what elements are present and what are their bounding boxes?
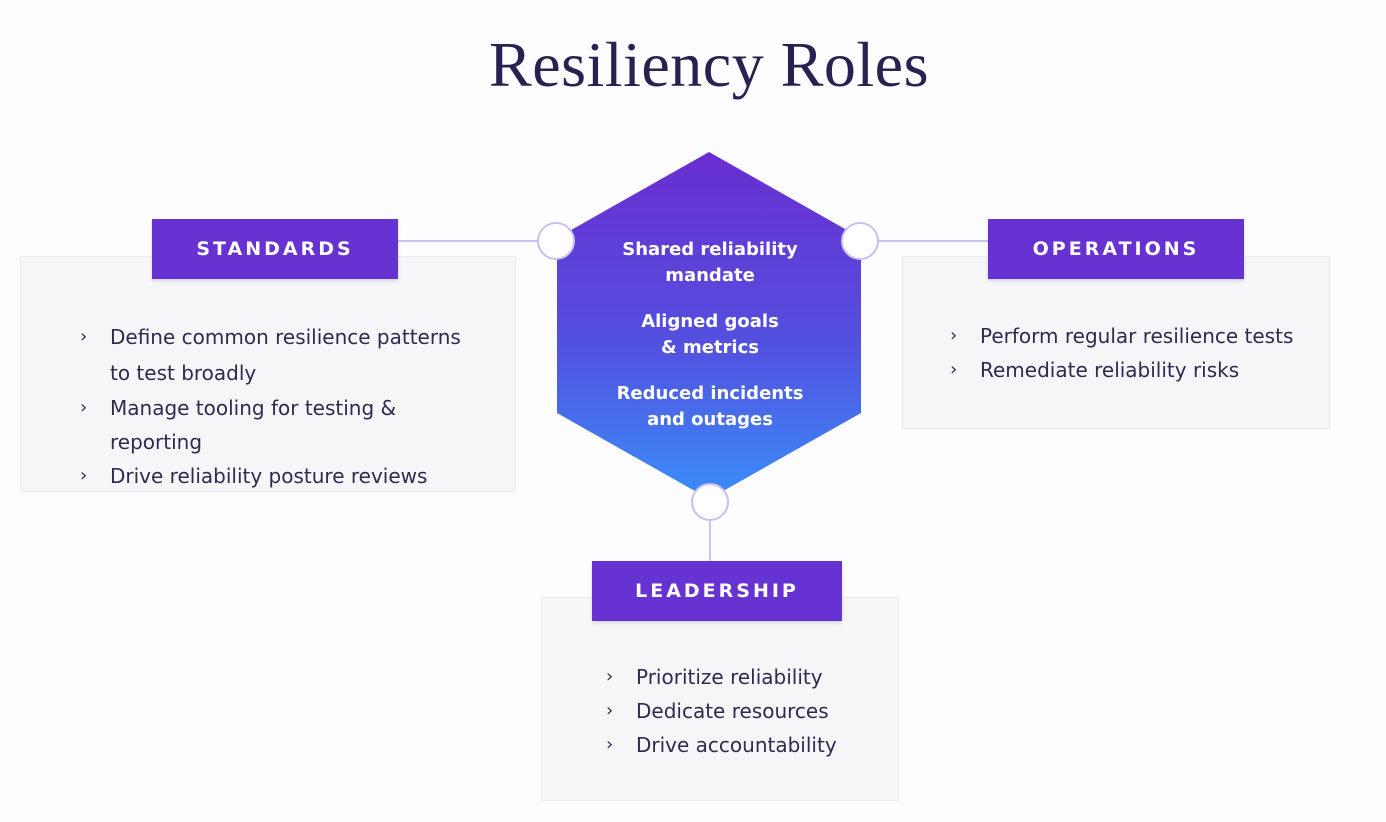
- list-item: › Dedicate resources: [606, 694, 886, 728]
- list-item: › Perform regular resilience tests: [950, 319, 1320, 353]
- leadership-node: [691, 483, 729, 521]
- list-item: › Drive reliability posture reviews: [80, 459, 480, 493]
- list-item-text: Prioritize reliability: [636, 665, 823, 689]
- list-item-text: Drive reliability posture reviews: [110, 464, 428, 488]
- leadership-label: LEADERSHIP: [592, 561, 842, 621]
- chevron-right-icon: ›: [606, 734, 614, 755]
- list-item-text: Dedicate resources: [636, 699, 829, 723]
- list-item-text: Perform regular resilience tests: [980, 324, 1294, 348]
- list-item: › Prioritize reliability: [606, 660, 886, 694]
- list-item: › Drive accountability: [606, 728, 886, 762]
- leadership-list: › Prioritize reliability › Dedicate reso…: [606, 660, 886, 762]
- operations-panel: [902, 256, 1330, 429]
- list-item-text: Manage tooling for testing & reporting: [110, 396, 397, 454]
- chevron-right-icon: ›: [950, 325, 958, 346]
- standards-label-text: STANDARDS: [196, 238, 354, 260]
- standards-panel: [20, 256, 516, 492]
- standards-label: STANDARDS: [152, 219, 398, 279]
- list-item-text: Drive accountability: [636, 733, 837, 757]
- chevron-right-icon: ›: [950, 359, 958, 380]
- list-item: › Remediate reliability risks: [950, 353, 1320, 387]
- list-item-text: Remediate reliability risks: [980, 358, 1240, 382]
- page-title: Resiliency Roles: [489, 29, 929, 100]
- operations-list: › Perform regular resilience tests › Rem…: [950, 319, 1320, 387]
- operations-node: [841, 222, 879, 260]
- center-hexagon: [557, 152, 861, 499]
- leadership-panel: [541, 597, 899, 801]
- list-item: › Manage tooling for testing & reporting: [80, 391, 480, 459]
- list-item-text: Define common resilience patterns to tes…: [110, 325, 461, 385]
- center-point-mandate: Shared reliability mandate: [622, 239, 798, 286]
- operations-label-text: OPERATIONS: [1032, 238, 1200, 260]
- list-item: › Define common resilience patterns to t…: [80, 319, 480, 391]
- standards-node: [537, 222, 575, 260]
- chevron-right-icon: ›: [80, 465, 88, 486]
- operations-label: OPERATIONS: [988, 219, 1244, 279]
- chevron-right-icon: ›: [606, 700, 614, 721]
- center-point-incidents: Reduced incidents and outages: [616, 383, 804, 430]
- chevron-right-icon: ›: [606, 666, 614, 687]
- standards-list: › Define common resilience patterns to t…: [80, 319, 480, 493]
- center-point-goals: Aligned goals & metrics: [641, 311, 779, 358]
- leadership-label-text: LEADERSHIP: [635, 580, 799, 602]
- chevron-right-icon: ›: [80, 326, 88, 347]
- chevron-right-icon: ›: [80, 397, 88, 418]
